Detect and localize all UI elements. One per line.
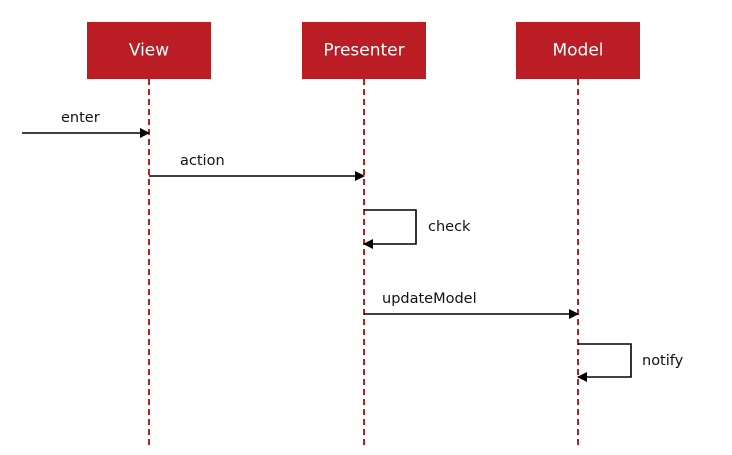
actor-view-box: [87, 22, 211, 79]
message-notify-label: notify: [642, 353, 684, 369]
message-action-label: action: [180, 153, 225, 169]
actor-model-box: [516, 22, 640, 79]
message-check-arrow: [363, 209, 417, 249]
message-action: action: [149, 153, 365, 181]
message-check-label: check: [428, 219, 471, 235]
actor-model: Model: [516, 22, 640, 79]
actor-presenter-box: [302, 22, 426, 79]
message-check: check: [363, 209, 471, 249]
message-notify: notify: [577, 343, 684, 382]
message-enter-label: enter: [61, 110, 100, 126]
message-enter: enter: [22, 110, 150, 138]
actor-view: View: [87, 22, 211, 79]
actor-model-label: Model: [552, 41, 603, 61]
message-notify-arrow: [577, 343, 632, 382]
actor-presenter-label: Presenter: [323, 41, 404, 61]
actor-presenter: Presenter: [302, 22, 426, 79]
message-update-model-label: updateModel: [382, 291, 477, 307]
message-update-model: updateModel: [364, 291, 579, 319]
actor-view-label: View: [129, 41, 169, 61]
